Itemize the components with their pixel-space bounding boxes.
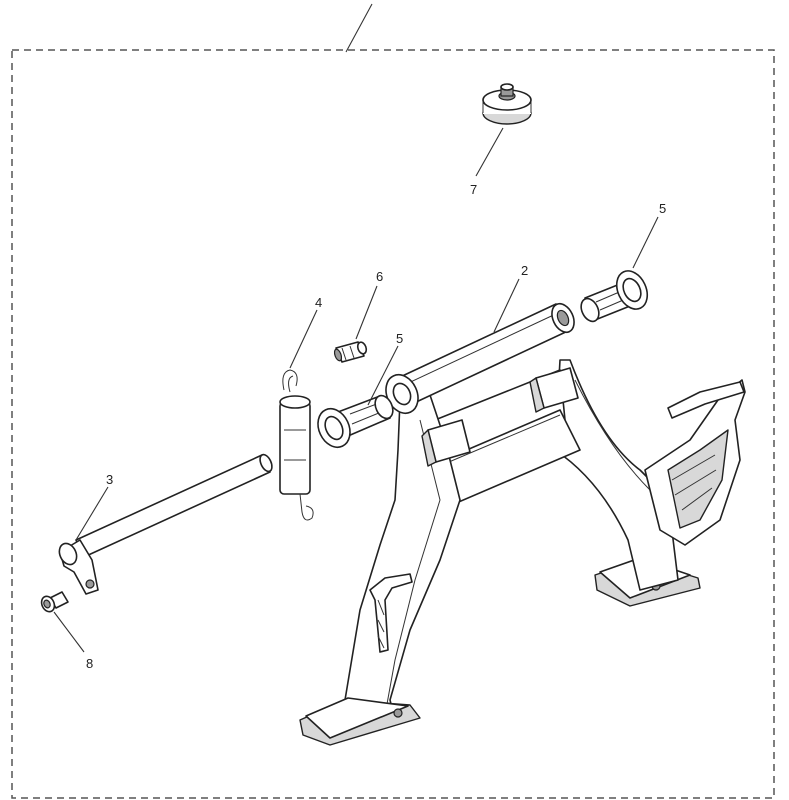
callout-5-left: 5 [396, 331, 403, 346]
part-8-bolt [40, 591, 69, 613]
leader-lines [53, 127, 659, 653]
callout-5-right: 5 [659, 201, 666, 216]
center-stand-frame [299, 359, 746, 746]
part-6-grease-nipple [333, 341, 368, 363]
part-3-pivot-bolt [58, 453, 273, 595]
callout-8: 8 [86, 656, 93, 671]
part-5-bush-right [580, 270, 649, 323]
part-7-bump-stop [482, 83, 532, 125]
callout-4: 4 [315, 295, 322, 310]
callout-2: 2 [521, 263, 528, 278]
diagram-frame [11, 49, 775, 799]
part-4-spring [279, 369, 314, 521]
part-2-pivot-tube [385, 302, 575, 415]
callout-6: 6 [376, 269, 383, 284]
part-5-bush-left [317, 394, 394, 449]
frame-tag-line [345, 3, 373, 53]
callout-7: 7 [470, 182, 477, 197]
callout-3: 3 [106, 472, 113, 487]
